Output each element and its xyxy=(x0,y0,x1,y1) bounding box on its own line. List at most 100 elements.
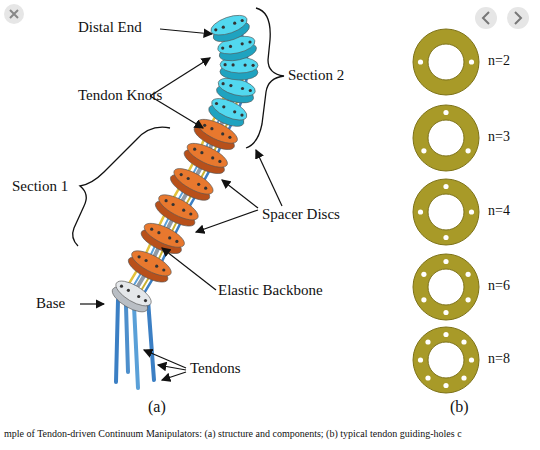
tendon xyxy=(129,29,235,294)
tendon-hole xyxy=(197,183,200,186)
tendon-hole xyxy=(232,63,235,66)
drawing-part xyxy=(413,29,479,95)
tendon-hole xyxy=(204,187,207,190)
tendon-hole xyxy=(425,339,430,344)
tendon-hole xyxy=(218,160,221,163)
hole-pattern-ring xyxy=(413,254,479,320)
drawing-part xyxy=(413,179,479,245)
tendon-hole xyxy=(466,297,471,302)
tendon-hole xyxy=(240,114,243,117)
hole-count: n=8 xyxy=(488,351,510,367)
tendon-hole xyxy=(221,47,224,50)
tendon-hole xyxy=(210,127,213,130)
tendon-hole xyxy=(421,297,426,302)
tendon-hole xyxy=(137,295,140,298)
tendon-hole xyxy=(222,82,225,85)
hole-count: n=6 xyxy=(488,278,510,294)
part-label: Base xyxy=(36,295,65,312)
tendon-hole xyxy=(469,209,474,214)
tendon-hole xyxy=(461,375,466,380)
tendon-hole xyxy=(418,59,423,64)
tendon-hole xyxy=(425,375,430,380)
tendon-hole xyxy=(180,173,183,176)
tendon-hole xyxy=(241,42,244,45)
tendon-hole xyxy=(241,19,244,22)
tendon-hole xyxy=(229,45,232,48)
tendon-hole xyxy=(145,259,148,262)
tendon-hole xyxy=(421,148,426,153)
hole-pattern-ring xyxy=(413,29,479,95)
section-label: Section 2 xyxy=(288,67,344,84)
drawing-part xyxy=(428,269,464,305)
tendon-hole xyxy=(443,383,448,388)
tendon-hole xyxy=(224,63,227,66)
tendon-hole xyxy=(228,136,231,139)
spacer-disc xyxy=(208,11,251,45)
tendon xyxy=(124,31,230,291)
tendon-hole xyxy=(200,151,203,154)
tendon-hole xyxy=(144,299,147,302)
hole-pattern-ring xyxy=(413,105,479,171)
tendon-hole xyxy=(221,132,224,135)
figure-caption: mple of Tendon-driven Continuum Manipula… xyxy=(4,428,536,440)
tendon-hole xyxy=(466,272,471,277)
tendon-hole xyxy=(248,40,251,43)
hole-count: n=2 xyxy=(488,53,510,69)
tendon-hole xyxy=(469,357,474,362)
tendon-hole xyxy=(466,148,471,153)
tendon-hole xyxy=(168,236,171,239)
tendon-hole xyxy=(175,240,178,243)
part-label: Tendons xyxy=(190,360,241,377)
tendon-hole xyxy=(241,87,244,90)
leader-lines xyxy=(80,29,282,380)
drawing-part xyxy=(112,276,155,310)
tendon-hole xyxy=(138,255,141,258)
tendon-hole xyxy=(461,339,466,344)
drawing-part xyxy=(428,194,464,230)
drawing-part xyxy=(208,11,249,39)
panel-label: (b) xyxy=(450,398,469,416)
drawing-part xyxy=(413,254,479,320)
section-label: Section 1 xyxy=(12,178,68,195)
tendon-hole xyxy=(172,203,175,206)
hole-pattern-ring xyxy=(413,179,479,245)
tendon-hole xyxy=(443,110,448,115)
tendon-hole xyxy=(252,64,255,67)
base-disc xyxy=(109,276,155,316)
drawing-part xyxy=(428,44,464,80)
section2-bracket xyxy=(246,8,284,148)
tendon-hole xyxy=(443,184,448,189)
tendon-hole xyxy=(203,124,206,127)
tendon-hole xyxy=(443,235,448,240)
tendon-hole xyxy=(469,59,474,64)
tendon-hole xyxy=(233,110,236,113)
hole-count: n=4 xyxy=(488,203,510,219)
tendon-hole xyxy=(222,26,225,29)
tendon-hole xyxy=(418,209,423,214)
tendon-hole xyxy=(443,259,448,264)
hole-patterns xyxy=(413,29,479,393)
tendon-hole xyxy=(229,84,232,87)
tendon-ends xyxy=(116,300,154,388)
part-label: Distal End xyxy=(78,19,142,36)
tendon-hole xyxy=(155,265,158,268)
tendon-hole xyxy=(187,177,190,180)
tendon-hole xyxy=(150,228,153,231)
tendon-hole xyxy=(249,89,252,92)
part-label: Elastic Backbone xyxy=(218,282,323,299)
panel-label: (a) xyxy=(148,398,166,416)
tendon-hole xyxy=(233,22,236,25)
tendon-hole xyxy=(244,64,247,67)
tendon-hole xyxy=(418,357,423,362)
tendon-hole xyxy=(222,105,225,108)
drawing-part xyxy=(428,120,464,156)
tendon-hole xyxy=(182,209,185,212)
tendon-hole xyxy=(189,212,192,215)
tendon-hole xyxy=(443,332,448,337)
tendon-hole xyxy=(127,289,130,292)
tendon-hole xyxy=(443,310,448,315)
tendon-hole xyxy=(165,199,168,202)
tendon-hole xyxy=(157,231,160,234)
tendon-hole xyxy=(162,268,165,271)
